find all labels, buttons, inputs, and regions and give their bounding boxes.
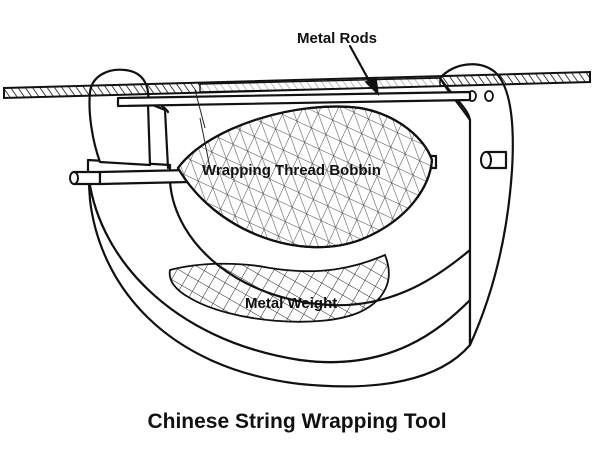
label-wrapping-thread-bobbin: Wrapping Thread Bobbin (202, 162, 381, 179)
metal-weight (168, 253, 390, 323)
wrapping-thread-bobbin (176, 105, 434, 249)
metal-rods (3, 70, 591, 129)
right-axle-peg (480, 151, 492, 169)
rod-hole-right (484, 90, 494, 102)
metal-rods-pointer (348, 44, 380, 97)
diagram-title: Chinese String Wrapping Tool (147, 410, 446, 433)
label-metal-rods: Metal Rods (297, 30, 377, 47)
label-metal-weight: Metal Weight (245, 295, 337, 312)
left-axle-peg (69, 170, 102, 186)
